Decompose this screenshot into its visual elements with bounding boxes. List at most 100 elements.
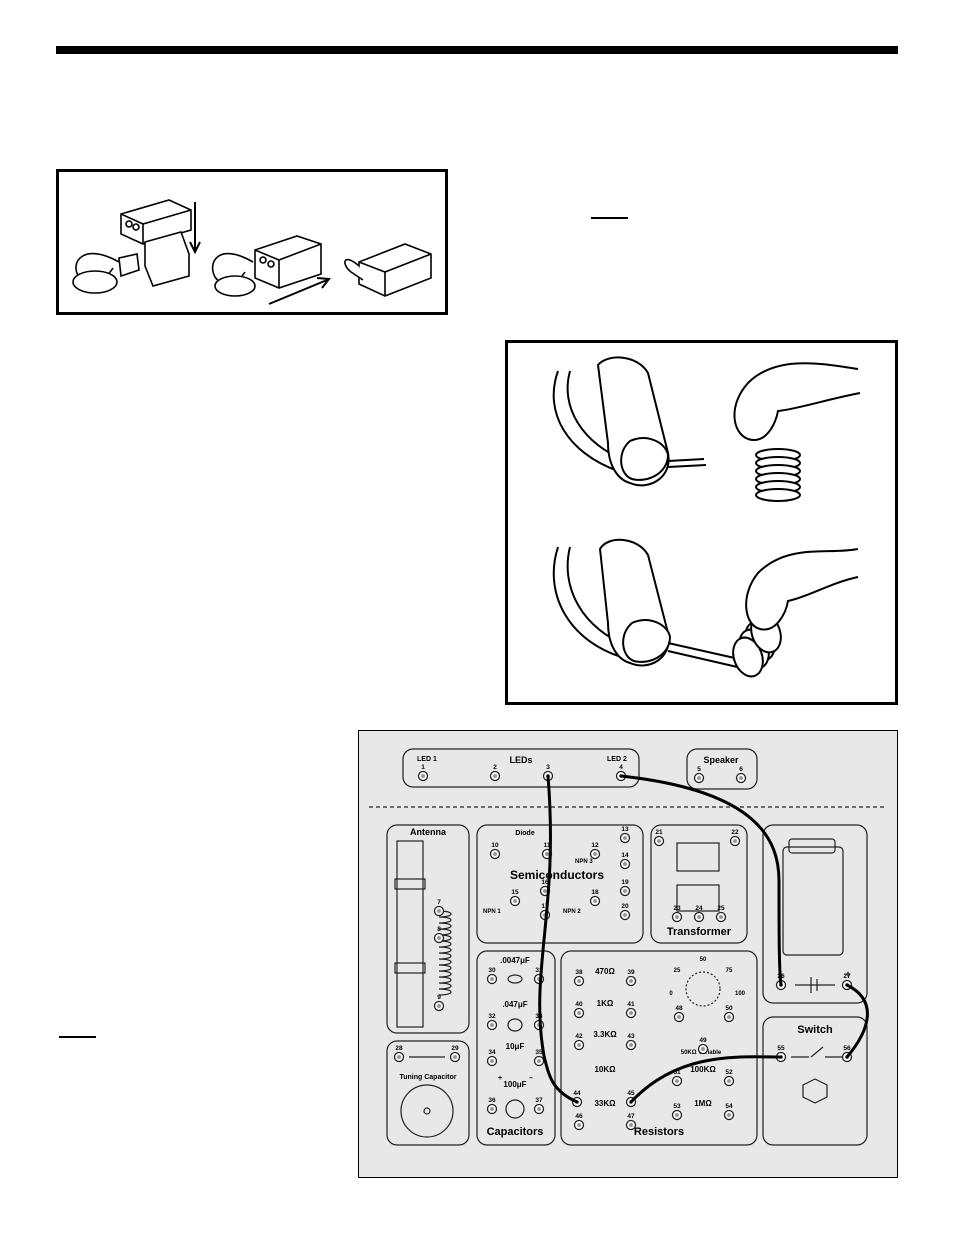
switch-lever — [810, 1046, 824, 1058]
terminal-hole-7 — [437, 909, 441, 913]
switch-section — [762, 1016, 868, 1146]
circuit-board-svg: LEDs LED 1 LED 2 Speaker Antenna Diode S… — [369, 748, 887, 1146]
switch-title: Switch — [797, 1024, 833, 1036]
resistors-title: Resistors — [634, 1126, 684, 1138]
terminal-hole-21 — [657, 839, 661, 843]
wire-27-to-56 — [845, 983, 869, 1059]
terminal-number-43: 43 — [627, 1033, 635, 1040]
terminal-hole-32 — [490, 1023, 494, 1027]
terminal-number-20: 20 — [621, 903, 629, 910]
antenna-rod — [396, 840, 424, 1028]
diode-label: Diode — [515, 830, 535, 837]
terminal-hole-30 — [490, 977, 494, 981]
terminal-number-48: 48 — [675, 1005, 683, 1012]
semiconductors-section — [476, 824, 644, 944]
terminal-number-13: 13 — [621, 826, 629, 833]
antenna-section — [386, 824, 470, 1034]
dial-100: 100 — [735, 991, 746, 997]
terminal-number-2: 2 — [493, 764, 497, 771]
terminal-number-6: 6 — [739, 766, 743, 773]
terminal-hole-51 — [675, 1079, 679, 1083]
terminal-number-15: 15 — [511, 889, 519, 896]
terminal-hole-10 — [493, 852, 497, 856]
transformer-title: Transformer — [667, 926, 732, 938]
capacitors-section — [476, 950, 556, 1146]
terminal-number-9: 9 — [437, 994, 441, 1001]
wire-4-to-26 — [619, 774, 783, 987]
terminal-number-37: 37 — [535, 1097, 543, 1104]
terminal-number-54: 54 — [725, 1103, 733, 1110]
terminal-hole-52 — [727, 1079, 731, 1083]
terminal-hole-15 — [513, 899, 517, 903]
transformer-section — [650, 824, 748, 944]
resistor-value-4: 10KΩ — [594, 1065, 616, 1074]
terminal-number-24: 24 — [695, 905, 703, 912]
terminal-number-5: 5 — [697, 766, 701, 773]
terminal-hole-23 — [675, 915, 679, 919]
terminal-hole-20 — [623, 913, 627, 917]
terminal-number-34: 34 — [488, 1049, 496, 1056]
cap-minus-1: – — [529, 1075, 533, 1082]
terminal-number-44: 44 — [573, 1090, 581, 1097]
capacitor-value-2: .047μF — [502, 1000, 527, 1009]
terminal-hole-5 — [697, 776, 701, 780]
battery-top — [788, 838, 836, 854]
terminal-number-8: 8 — [437, 926, 441, 933]
terminal-hole-12 — [593, 852, 597, 856]
resistor-value-5: 33KΩ — [594, 1099, 616, 1108]
terminal-number-55: 55 — [777, 1045, 785, 1052]
terminal-hole-25 — [719, 915, 723, 919]
terminal-hole-1 — [421, 774, 425, 778]
terminal-number-12: 12 — [591, 842, 599, 849]
terminal-number-52: 52 — [725, 1069, 733, 1076]
terminal-number-29: 29 — [451, 1045, 459, 1052]
dial-50: 50 — [700, 957, 707, 963]
resistor-value-7: 1MΩ — [694, 1099, 712, 1108]
terminal-hole-2 — [493, 774, 497, 778]
wire-3-to-44 — [538, 774, 579, 1104]
terminal-hole-14 — [623, 862, 627, 866]
variable-dial — [685, 971, 721, 1007]
capacitors-title: Capacitors — [487, 1126, 544, 1138]
npn1-label: NPN 1 — [483, 909, 501, 915]
battery-section — [762, 824, 868, 1004]
terminal-hole-48 — [677, 1015, 681, 1019]
terminal-number-47: 47 — [627, 1113, 635, 1120]
antenna-coil — [438, 910, 452, 996]
transformer-core-lower — [676, 884, 720, 912]
terminal-number-3: 3 — [546, 764, 550, 771]
dial-0: 0 — [669, 991, 673, 997]
circuit-board-diagram: LEDs LED 1 LED 2 Speaker Antenna Diode S… — [358, 730, 898, 1178]
resistor-value-2: 1KΩ — [597, 999, 614, 1008]
antenna-band-upper — [394, 878, 426, 890]
tuning-dial — [400, 1084, 454, 1138]
terminal-number-49: 49 — [699, 1037, 707, 1044]
terminal-hole-38 — [577, 979, 581, 983]
terminal-number-1: 1 — [421, 764, 425, 771]
terminal-number-22: 22 — [731, 829, 739, 836]
terminal-number-45: 45 — [627, 1090, 635, 1097]
transformer-core-upper — [676, 842, 720, 872]
terminal-number-19: 19 — [621, 879, 629, 886]
terminal-hole-8 — [437, 936, 441, 940]
terminal-number-32: 32 — [488, 1013, 496, 1020]
battery-body — [782, 846, 844, 956]
terminal-hole-46 — [577, 1123, 581, 1127]
terminal-number-46: 46 — [575, 1113, 583, 1120]
terminal-number-10: 10 — [491, 842, 499, 849]
terminal-number-39: 39 — [627, 969, 635, 976]
capacitor-symbol-1 — [507, 974, 523, 984]
resistors-section — [560, 950, 758, 1146]
resistor-value-1: 470Ω — [595, 967, 615, 976]
capacitor-value-4: 100μF — [503, 1080, 526, 1089]
switch-nut — [802, 1078, 828, 1104]
short-rule-lower — [59, 1036, 96, 1038]
terminal-number-56: 56 — [843, 1045, 851, 1052]
resistor-value-3: 3.3KΩ — [593, 1030, 617, 1039]
terminal-hole-41 — [629, 1011, 633, 1015]
antenna-title: Antenna — [410, 827, 447, 837]
capacitor-value-3: 10μF — [506, 1042, 525, 1051]
terminal-hole-9 — [437, 1004, 441, 1008]
dial-75: 75 — [726, 968, 733, 974]
terminal-number-27: 27 — [843, 973, 851, 980]
